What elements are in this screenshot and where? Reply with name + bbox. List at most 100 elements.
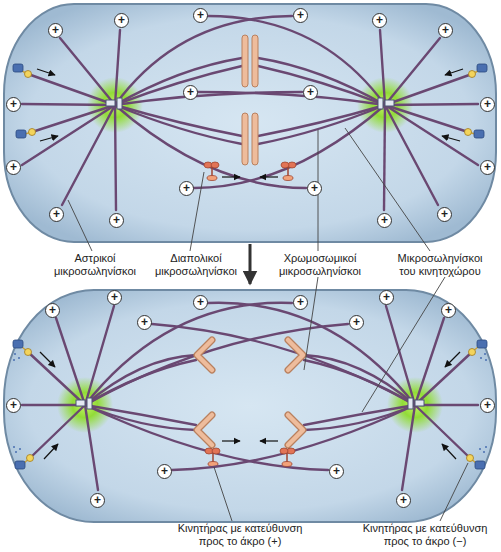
kinetochore-microtubule <box>115 58 242 144</box>
spindle-half <box>152 303 487 490</box>
centriole-pair <box>106 98 122 109</box>
minus-end-motor <box>44 444 58 459</box>
depolymerising-end <box>13 446 15 448</box>
plus-end-mark: + <box>49 207 64 222</box>
leader-line <box>345 128 430 251</box>
plus-end-mark: + <box>329 464 344 479</box>
kinetochore-microtubule <box>85 405 196 430</box>
astral-microtubule <box>85 405 98 490</box>
cell-outline <box>4 290 496 522</box>
plus-end-motor <box>207 176 217 181</box>
callout-label: Κινητήρας με κατεύθυνση προς το άκρο (+) <box>170 522 310 548</box>
minus-end-motor <box>13 444 58 469</box>
plus-end-mark: + <box>107 290 122 305</box>
leader-line <box>362 277 445 412</box>
plus-end-mark: + <box>480 160 495 175</box>
minus-end-motor <box>13 64 23 72</box>
metaphase-chromosome <box>242 113 248 165</box>
minus-end-motor <box>37 69 55 75</box>
leader-line <box>214 467 232 521</box>
cell-outline <box>4 4 496 242</box>
callout-label: Μικροσωληνίσκοι του κινητοχώρου <box>390 252 490 278</box>
minus-end-motor <box>25 71 32 78</box>
anaphase-chromosome <box>197 340 212 370</box>
centriole-pair <box>106 100 115 106</box>
minus-end-motor <box>25 349 32 356</box>
astral-microtubule <box>30 405 85 458</box>
spindle-half <box>13 303 348 490</box>
polar-microtubule <box>115 16 306 188</box>
plus-end-motor <box>211 167 213 176</box>
plus-end-mark: + <box>441 303 456 318</box>
plus-end-motor <box>204 162 240 181</box>
minus-end-motor <box>27 455 34 462</box>
callout-label: Αστρικοί μικροσωληνίσκοι <box>45 252 145 278</box>
leader-line <box>304 277 318 370</box>
astral-microtubule <box>22 104 115 105</box>
kinetochore-microtubule <box>115 105 242 144</box>
astral-microtubule <box>28 74 115 105</box>
plus-end-motor <box>222 440 240 441</box>
minus-end-motor <box>16 130 26 138</box>
depolymerising-end <box>19 448 21 450</box>
metaphase-chromosome <box>242 35 258 165</box>
plus-end-mark: + <box>179 181 194 196</box>
plus-end-mark: + <box>293 8 308 23</box>
minus-end-motor <box>40 136 58 141</box>
depolymerising-end <box>13 446 21 453</box>
plus-end-mark: + <box>293 295 308 310</box>
depolymerising-end <box>18 357 20 359</box>
plus-end-mark: + <box>303 85 318 100</box>
anaphase-chromosome <box>197 415 212 445</box>
plus-end-mark: + <box>6 160 21 175</box>
plus-end-mark: + <box>183 85 198 100</box>
stage-arrow <box>249 244 252 284</box>
callout-label: Διαπολικοί μικροσωληνίσκοι <box>146 252 246 278</box>
minus-end-motor <box>16 129 58 142</box>
anaphase-chromosome <box>197 340 212 370</box>
depolymerising-end <box>15 451 17 453</box>
plus-end-mark: + <box>379 290 394 305</box>
polar-microtubule <box>85 303 348 470</box>
plus-end-mark: + <box>307 181 322 196</box>
plus-end-mark: + <box>396 493 411 508</box>
minus-end-motor <box>29 129 36 136</box>
kinetochore-microtubule <box>85 360 196 405</box>
callout-label: Χρωμοσωμικοί μικροσωληνίσκοι <box>270 252 370 278</box>
centriole-pair <box>76 398 92 409</box>
metaphase-chromosome <box>252 113 258 165</box>
metaphase-chromosome <box>252 35 258 87</box>
plus-end-mark: + <box>480 398 495 413</box>
leader-line <box>68 200 92 251</box>
centriole-pair <box>76 400 85 406</box>
astral-microtubule <box>22 105 115 165</box>
centriole-pair <box>87 398 92 409</box>
plus-end-mark: + <box>109 213 124 228</box>
minus-end-motor <box>13 340 23 348</box>
plus-end-mark: + <box>137 315 152 330</box>
polar-microtubule <box>115 105 306 188</box>
spindle-half <box>194 16 487 210</box>
plus-end-mark: + <box>377 213 392 228</box>
astral-microtubule <box>115 105 116 210</box>
plus-end-mark: + <box>6 97 21 112</box>
anaphase-chromosome <box>197 340 212 445</box>
astral-microtubule <box>115 30 120 105</box>
plus-end-mark: + <box>48 23 63 38</box>
plus-end-mark: + <box>438 23 453 38</box>
leader-line <box>440 463 468 521</box>
depolymerising-end <box>13 359 15 361</box>
plus-end-mark: + <box>6 398 21 413</box>
plus-end-motor <box>212 453 214 462</box>
astral-microtubule <box>28 352 85 405</box>
astral-microtubule <box>22 30 120 210</box>
minus-end-motor <box>13 64 55 78</box>
plus-end-mark: + <box>114 13 129 28</box>
depolymerising-end <box>13 353 20 361</box>
minus-end-motor <box>15 461 25 469</box>
plus-end-mark: + <box>193 8 208 23</box>
plus-end-mark: + <box>349 315 364 330</box>
metaphase-chromosome <box>242 35 248 87</box>
plus-end-mark: + <box>193 295 208 310</box>
